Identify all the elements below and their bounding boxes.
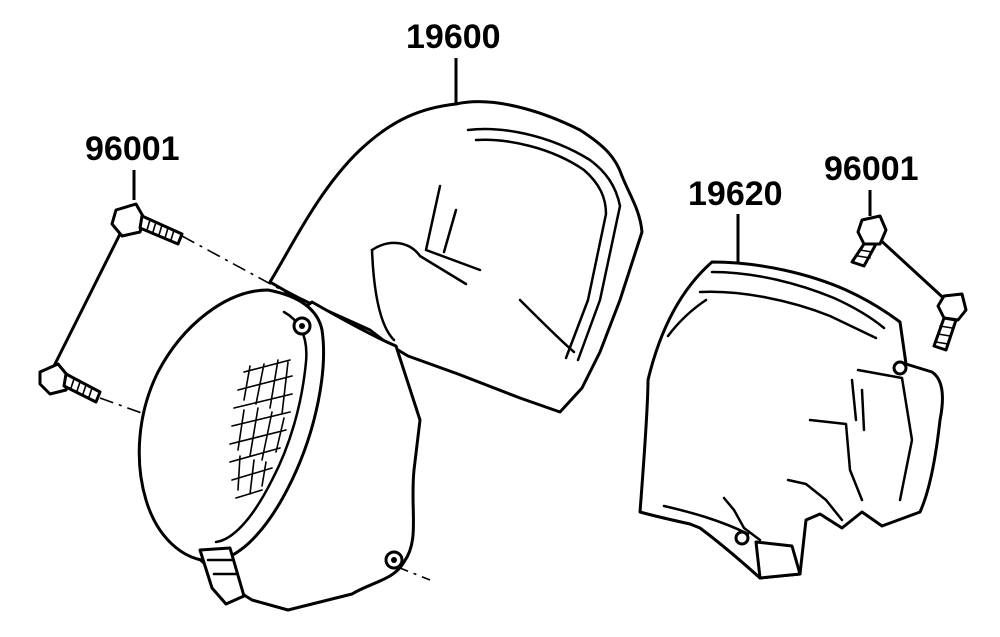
bolt-right-lower [932,292,968,352]
bolt-left-upper [110,202,184,246]
label-19620: 19620 [688,175,783,262]
part-number-cover: 19620 [688,175,783,213]
bolt-pair-left [38,202,184,404]
label-19600: 19600 [406,18,501,107]
part-number-bolt-right: 96001 [824,150,919,188]
part-number-fan-shroud: 19600 [406,18,501,56]
cover-mount-hole [892,360,908,376]
label-96001-right: 96001 [824,150,919,216]
bottom-clip [198,546,246,606]
part-number-bolt-left: 96001 [85,130,180,168]
label-96001-left: 96001 [85,130,180,200]
cover-19620 [638,260,944,580]
bolt-pair-right [850,214,968,352]
cover-bottom-hole [734,530,750,546]
fan-shroud-19600 [137,100,644,612]
bolt-left-lower [38,362,102,404]
bolt-right-upper [850,214,888,268]
fan-grille [229,359,293,499]
